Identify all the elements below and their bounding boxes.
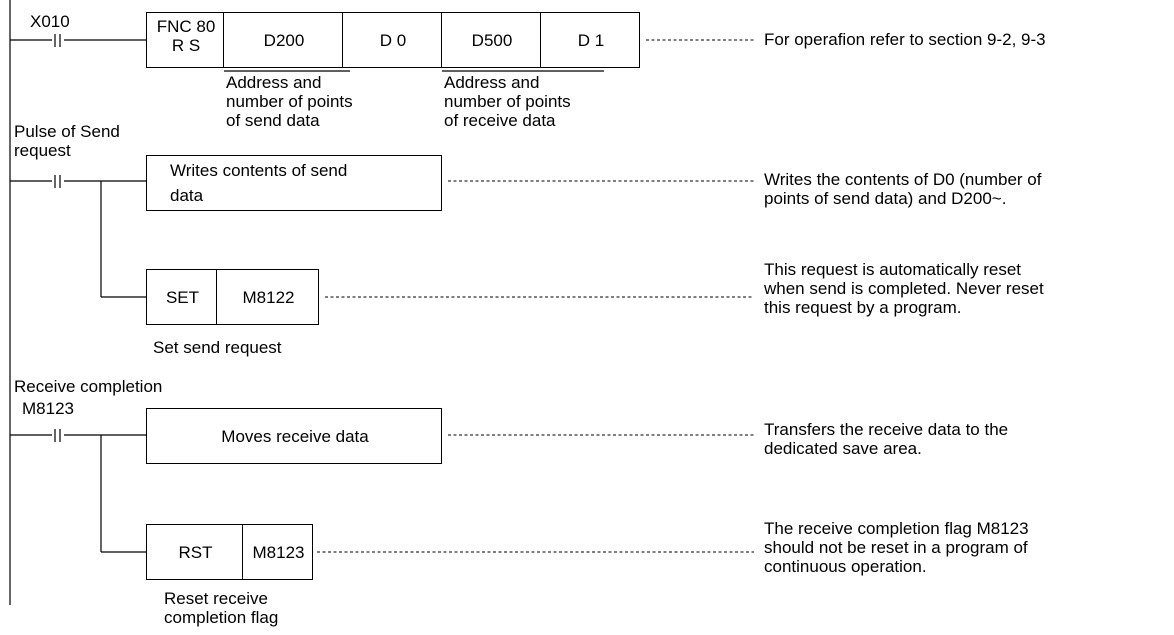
rs-instruction-line2: R S xyxy=(171,36,201,55)
writes-box-line1: Writes contents of send xyxy=(170,161,348,180)
rst-operand-cell: M8123 xyxy=(242,524,313,580)
set-instruction-cell: SET xyxy=(146,269,217,325)
recv-caption-line1: Address and xyxy=(444,73,540,92)
set-operand: M8122 xyxy=(242,288,295,307)
rs-instruction-line1: FNC 80 xyxy=(156,17,216,36)
set-caption: Set send request xyxy=(153,338,282,357)
rs-instruction-cell: FNC 80 R S xyxy=(146,12,224,68)
rung5-note-line2: should not be reset in a program of xyxy=(764,538,1028,557)
rs-operand-d0: D 0 xyxy=(379,31,407,50)
rs-operand-d1-cell: D 1 xyxy=(540,12,640,68)
rs-operand-d200-cell: D200 xyxy=(223,12,343,68)
rung3-note-line3: this request by a program. xyxy=(764,298,962,317)
send-caption-line2: number of points xyxy=(226,92,353,111)
rung2-label-line2: request xyxy=(14,141,71,160)
moves-receive-data-box: Moves receive data xyxy=(146,408,442,464)
rst-operand: M8123 xyxy=(252,543,305,562)
rs-operand-d200: D200 xyxy=(263,31,305,50)
rst-caption-line2: completion flag xyxy=(164,608,279,627)
rung4-note-line2: dedicated save area. xyxy=(764,439,922,458)
rung4-label: Receive completion xyxy=(14,377,163,396)
rs-operand-d1: D 1 xyxy=(577,31,605,50)
set-instruction: SET xyxy=(165,288,200,307)
rung1-note: For operafion refer to section 9-2, 9-3 xyxy=(764,30,1046,49)
rung2-note-line1: Writes the contents of D0 (number of xyxy=(764,170,1042,189)
rung2-label-line1: Pulse of Send xyxy=(14,122,120,141)
recv-caption-line2: number of points xyxy=(444,92,571,111)
send-caption-line1: Address and xyxy=(226,73,322,92)
rung5-note-line3: continuous operation. xyxy=(764,557,927,576)
rs-operand-d500: D500 xyxy=(471,31,513,50)
rung1-contact-label: X010 xyxy=(30,12,70,31)
rst-instruction: RST xyxy=(178,543,213,562)
rung3-note-line2: when send is completed. Never reset xyxy=(764,279,1044,298)
rung2-note-line2: points of send data) and D200~. xyxy=(764,189,1007,208)
rst-caption-line1: Reset receive xyxy=(164,589,268,608)
moves-box-label: Moves receive data xyxy=(221,427,369,446)
writes-box-line2: data xyxy=(170,186,204,205)
rs-operand-d0-cell: D 0 xyxy=(342,12,442,68)
send-caption-line3: of send data xyxy=(226,111,320,130)
rung3-note-line1: This request is automatically reset xyxy=(764,260,1021,279)
rung4-contact-label: M8123 xyxy=(22,399,74,418)
recv-caption-line3: of receive data xyxy=(444,111,556,130)
rst-instruction-cell: RST xyxy=(146,524,243,580)
writes-send-data-box: Writes contents of send data xyxy=(146,155,442,211)
rung5-note-line1: The receive completion flag M8123 xyxy=(764,519,1029,538)
set-operand-cell: M8122 xyxy=(216,269,319,325)
rung4-note-line1: Transfers the receive data to the xyxy=(764,420,1009,439)
rs-operand-d500-cell: D500 xyxy=(441,12,541,68)
